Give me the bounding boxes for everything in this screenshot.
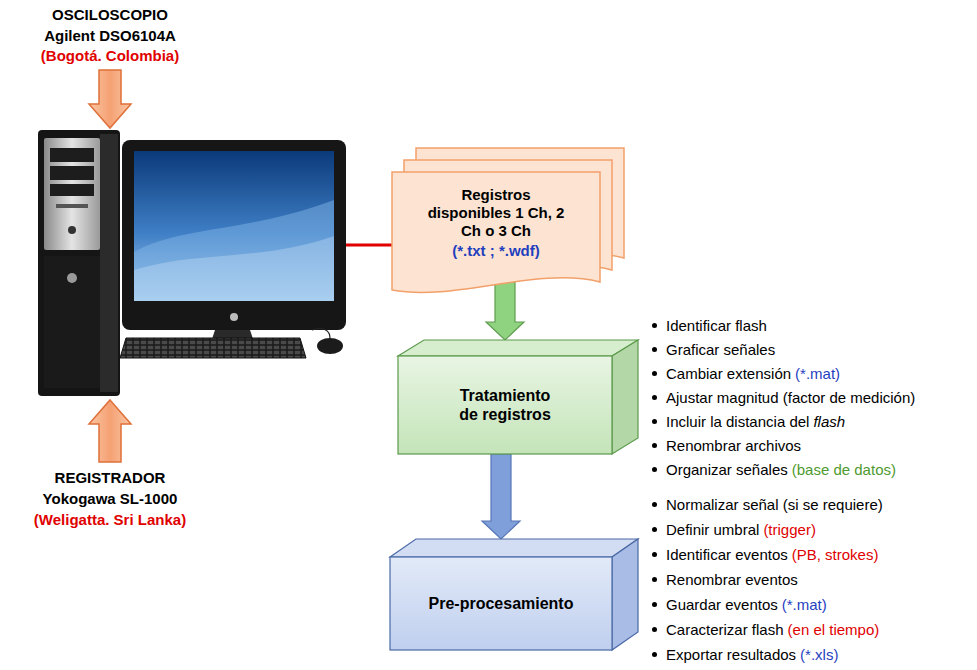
file-format: (*.txt ; *.wdf) — [452, 242, 540, 260]
device-label: Yokogawa SL-1000 — [43, 490, 178, 508]
bullet-item: Guardar eventos(*.mat) — [652, 596, 827, 614]
format-note: (PB, strokes) — [792, 546, 879, 563]
cuboid-side — [612, 340, 638, 454]
task-item: Identificar flash — [666, 317, 767, 334]
cuboid-side — [612, 539, 638, 650]
down-arrow — [89, 70, 131, 128]
bullet-item: Cambiar extensión(*.mat) — [652, 365, 840, 383]
format-note: (*.xls) — [800, 646, 838, 663]
bullet-item: Definir umbral(trigger) — [652, 521, 816, 539]
bullet-dot — [652, 602, 657, 607]
task-item: Renombrar archivos — [666, 437, 801, 454]
bullet-dot — [652, 347, 657, 352]
node-title: Tratamiento de registros — [455, 386, 555, 424]
bullet-dot — [652, 419, 657, 424]
task-item: Cambiar extensión — [666, 365, 791, 382]
bullet-dot — [652, 323, 657, 328]
task-item: Graficar señales — [666, 341, 775, 358]
monitor — [122, 140, 346, 350]
device-name: REGISTRADOR — [55, 469, 166, 486]
task-item: Organizar señales — [666, 461, 788, 478]
node-title: Registros disponibles 1 Ch, 2 Ch o 3 Ch — [426, 186, 566, 240]
cuboid-front — [398, 356, 612, 454]
cuboid-front — [390, 557, 612, 650]
document-stack: Registros disponibles 1 Ch, 2 Ch o 3 Ch (… — [392, 148, 624, 296]
bullet-item: Incluir la distancia delflash — [652, 413, 845, 431]
bullet-item: Renombrar eventos — [652, 571, 798, 589]
bullet-dot — [652, 652, 657, 657]
task-item: Exportar resultados — [666, 646, 796, 663]
task-item: Incluir la distancia del — [666, 413, 809, 430]
cuboid-top — [398, 340, 638, 356]
bullet-item: Ajustar magnitud (factor de medición) — [652, 389, 915, 407]
task-item: Identificar eventos — [666, 546, 788, 563]
device-name: (Weligatta. Sri Lanka) — [34, 511, 186, 528]
bullet-item: Normalizar señal (si se requiere) — [652, 496, 883, 514]
bullet-dot — [652, 395, 657, 400]
node-title: Pre-procesamiento — [429, 594, 574, 613]
format-note: (en el tiempo) — [788, 621, 880, 638]
page-shape — [392, 172, 600, 292]
bullet-item: Caracterizar flash(en el tiempo) — [652, 621, 879, 639]
bullet-item: Graficar señales — [652, 341, 775, 359]
bullet-dot — [652, 577, 657, 582]
task-item: Normalizar señal (si se requiere) — [666, 496, 883, 513]
task-item: Guardar eventos — [666, 596, 778, 613]
bullet-dot — [652, 371, 657, 376]
bullet-dot — [652, 502, 657, 507]
device-label: (Bogotá. Colombia) — [41, 47, 179, 65]
bullet-item: Renombrar archivos — [652, 437, 801, 455]
format-note: (trigger) — [763, 521, 816, 538]
bullet-dot — [652, 627, 657, 632]
format-note: (*.mat) — [795, 365, 840, 382]
task-item: flash — [813, 413, 845, 430]
bullet-item: Exportar resultados(*.xls) — [652, 646, 838, 664]
process-box: Tratamiento de registros — [398, 340, 638, 454]
task-item: Ajustar magnitud (factor de medición) — [666, 389, 915, 406]
cuboid-top — [390, 539, 638, 557]
pc-tower — [38, 130, 120, 396]
device-label: REGISTRADOR — [55, 469, 166, 487]
bullet-dot — [652, 527, 657, 532]
bullet-dot — [652, 443, 657, 448]
keyboard — [120, 338, 306, 358]
flow-arrow — [482, 454, 520, 539]
bullet-dot — [652, 467, 657, 472]
device-label: OSCILOSCOPIO — [52, 6, 168, 24]
device-label: (Weligatta. Sri Lanka) — [34, 511, 186, 529]
up-arrow — [89, 400, 131, 462]
task-item: Caracterizar flash — [666, 621, 784, 638]
bullet-item: Identificar flash — [652, 317, 767, 335]
format-note: (*.mat) — [782, 596, 827, 613]
device-name: OSCILOSCOPIO — [52, 6, 168, 23]
format-note: (base de datos) — [792, 461, 896, 478]
cable-line — [346, 244, 392, 247]
bullet-dot — [652, 552, 657, 557]
flow-arrow — [486, 282, 524, 340]
device-label: Agilent DSO6104A — [44, 27, 176, 45]
bullet-item: Organizar señales(base de datos) — [652, 461, 896, 479]
task-item: Renombrar eventos — [666, 571, 798, 588]
device-name: Agilent DSO6104A — [44, 27, 176, 44]
process-box: Pre-procesamiento — [390, 539, 638, 650]
device-name: Yokogawa SL-1000 — [43, 490, 178, 507]
task-item: Definir umbral — [666, 521, 759, 538]
device-name: (Bogotá. Colombia) — [41, 47, 179, 64]
bullet-item: Identificar eventos(PB, strokes) — [652, 546, 878, 564]
mouse — [312, 328, 343, 354]
